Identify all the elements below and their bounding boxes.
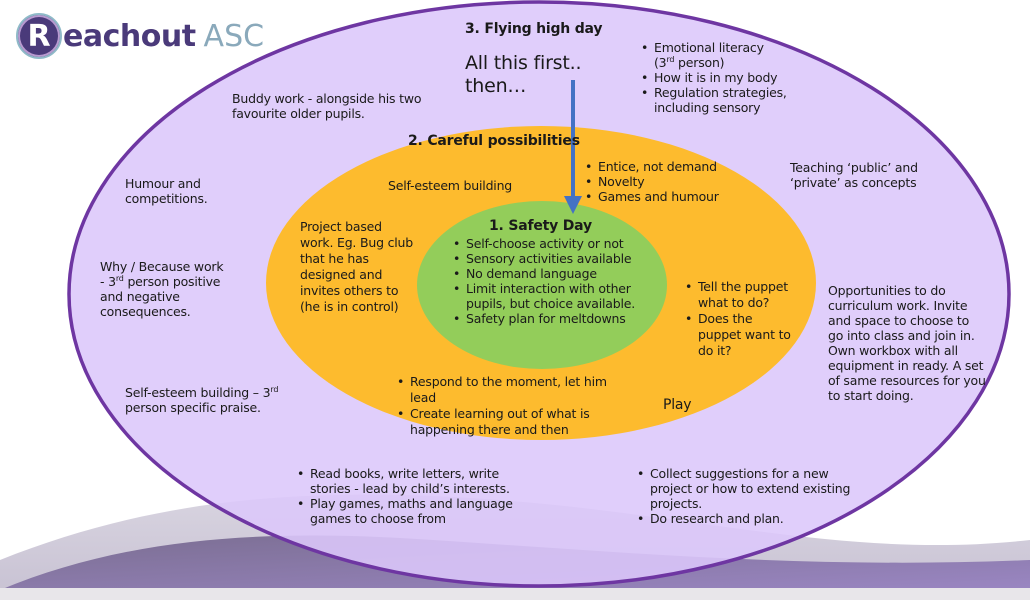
humour-text: Humour and competitions. bbox=[125, 176, 208, 206]
list-item: Create learning out of what is happening… bbox=[397, 406, 636, 438]
reading-list: Read books, write letters, write stories… bbox=[296, 466, 541, 526]
intro-line: All this first.. bbox=[465, 52, 582, 74]
intro-text: All this first.. then… bbox=[465, 52, 582, 98]
list-item: Tell the puppet what to do? bbox=[685, 279, 794, 311]
self-esteem-middle-text: Self-esteem building bbox=[388, 178, 513, 193]
list-item: Sensory activities available bbox=[453, 251, 672, 266]
buddy-text: Buddy work - alongside his two favourite… bbox=[232, 91, 422, 121]
list-item: Regulation strategies, including sensory bbox=[641, 85, 810, 115]
list-item: Do research and plan. bbox=[637, 511, 851, 526]
careful-possibilities-title: 2. Careful possibilities bbox=[408, 133, 580, 149]
respond-list: Respond to the moment, let him lead Crea… bbox=[396, 374, 636, 438]
list-item: Safety plan for meltdowns bbox=[453, 311, 672, 326]
list-item: Entice, not demand bbox=[585, 159, 754, 174]
project-list: Collect suggestions for a new project or… bbox=[636, 466, 851, 526]
project-text: Project based work. Eg. Bug club that he… bbox=[300, 219, 413, 314]
list-item: Emotional literacy(3rd person) bbox=[641, 40, 810, 70]
list-item: Read books, write letters, write stories… bbox=[297, 466, 541, 496]
list-item: Limit interaction with other pupils, but… bbox=[453, 281, 672, 311]
public-private-text: Teaching ‘public’ and ‘private’ as conce… bbox=[790, 160, 918, 190]
logo-r-icon: R bbox=[16, 13, 62, 59]
safety-day-title: 1. Safety Day bbox=[489, 218, 592, 234]
safety-list: Self-choose activity or not Sensory acti… bbox=[452, 236, 672, 326]
list-item: How it is in my body bbox=[641, 70, 810, 85]
arrow-icon bbox=[564, 80, 582, 214]
list-item: Does the puppet want to do it? bbox=[685, 311, 794, 359]
curriculum-text: Opportunities to do curriculum work. Inv… bbox=[828, 283, 986, 403]
list-item: No demand language bbox=[453, 266, 672, 281]
list-item: Novelty bbox=[585, 174, 754, 189]
list-item: Play games, maths and language games to … bbox=[297, 496, 541, 526]
logo-main: eachout bbox=[63, 18, 196, 54]
list-item: Respond to the moment, let him lead bbox=[397, 374, 636, 406]
intro-line: then… bbox=[465, 75, 527, 97]
play-text: Play bbox=[663, 397, 692, 413]
list-item: Collect suggestions for a new project or… bbox=[637, 466, 851, 511]
list-item: Games and humour bbox=[585, 189, 754, 204]
logo: R eachout ASC bbox=[16, 13, 265, 59]
logo-suffix: ASC bbox=[203, 18, 265, 54]
flying-high-title: 3. Flying high day bbox=[465, 21, 603, 37]
puppet-list: Tell the puppet what to do? Does the pup… bbox=[684, 279, 794, 359]
footer-strip bbox=[0, 588, 1030, 600]
emotional-list: Emotional literacy(3rd person) How it is… bbox=[640, 40, 810, 115]
list-item: Self-choose activity or not bbox=[453, 236, 672, 251]
entice-list: Entice, not demand Novelty Games and hum… bbox=[584, 159, 754, 204]
